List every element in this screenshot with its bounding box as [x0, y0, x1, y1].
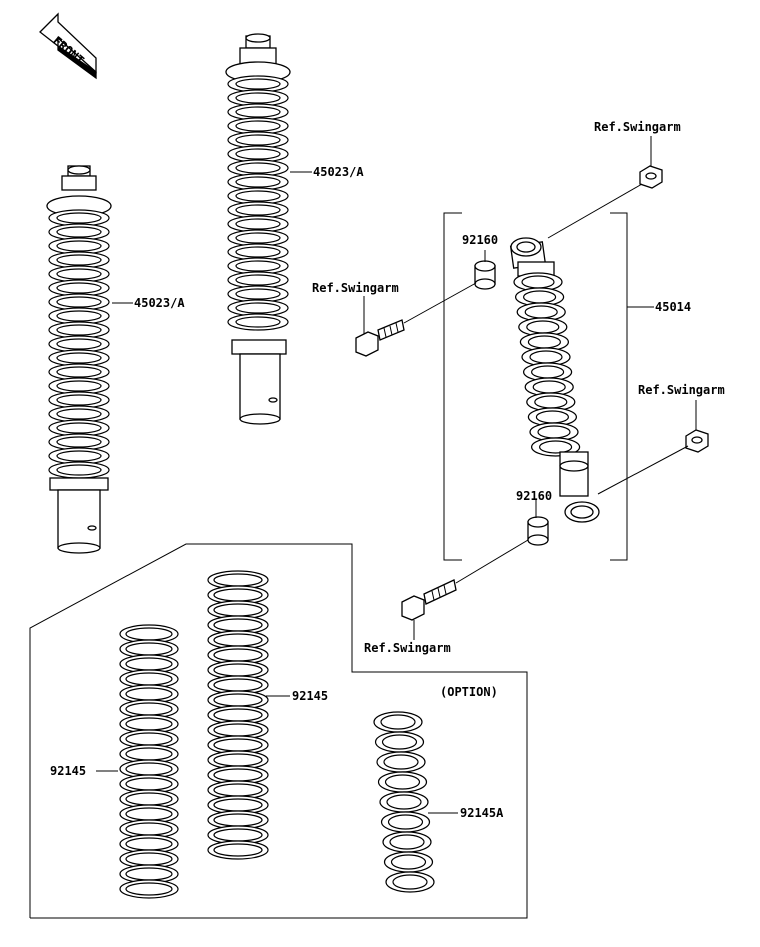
springs-frame	[29, 543, 528, 919]
label-collar-upper: 92160	[462, 233, 498, 247]
bolt-lower	[401, 579, 457, 621]
bolt-upper	[355, 319, 405, 357]
shock-absorber-left	[46, 165, 112, 554]
shock-absorber-center	[225, 33, 291, 425]
label-shock-center: 45023/A	[313, 165, 364, 179]
shock-assembly-box: 45014	[443, 212, 691, 561]
collar-upper	[474, 260, 496, 290]
label-spring-center: 92145	[292, 689, 328, 703]
label-option-note: (OPTION)	[440, 685, 498, 699]
label-ref-swingarm-upper-bolt: Ref.Swingarm	[312, 281, 399, 295]
label-spring-option: 92145A	[460, 806, 504, 820]
spring-left	[119, 624, 179, 899]
front-direction-arrow-icon: FRONT	[39, 12, 97, 80]
label-ref-swingarm-lower-bolt: Ref.Swingarm	[364, 641, 451, 655]
label-collar-lower: 92160	[516, 489, 552, 503]
nut-upper	[639, 165, 663, 189]
label-shock-left: 45023/A	[134, 296, 185, 310]
shock-absorber-assembly	[509, 237, 600, 523]
spring-option	[373, 711, 435, 893]
label-ref-swingarm-top-right: Ref.Swingarm	[594, 120, 681, 134]
label-spring-left: 92145	[50, 764, 86, 778]
label-shock-assembly: 45014	[655, 300, 691, 314]
spring-center	[207, 570, 269, 860]
collar-lower	[527, 516, 549, 546]
nut-right	[685, 429, 709, 453]
label-ref-swingarm-right: Ref.Swingarm	[638, 383, 725, 397]
